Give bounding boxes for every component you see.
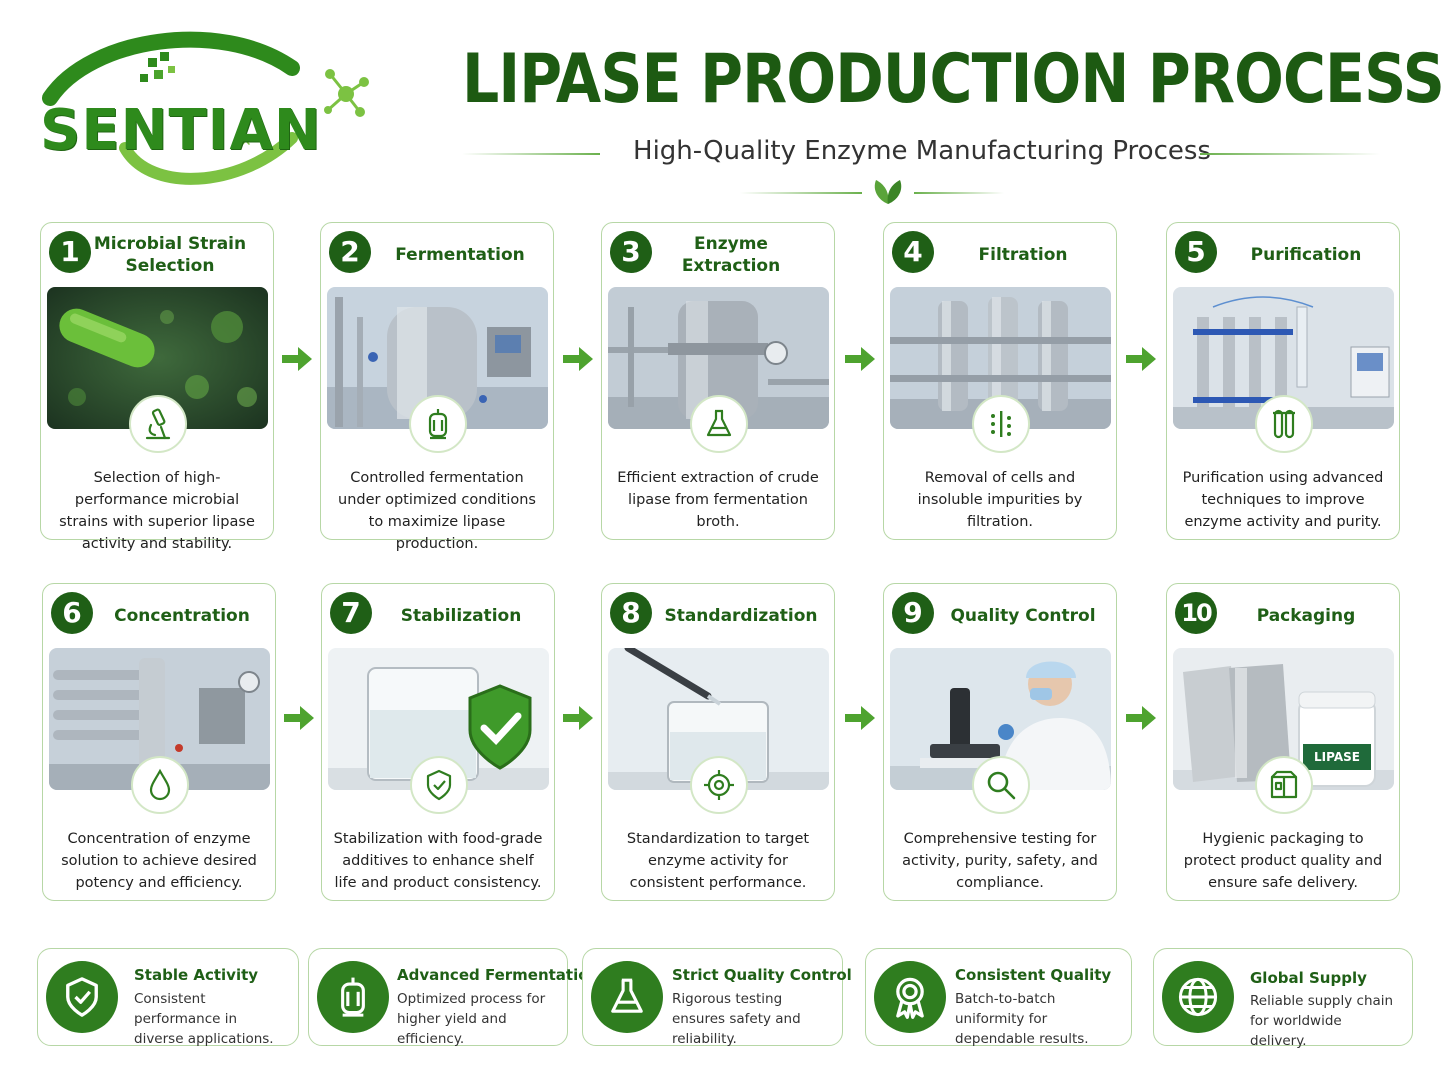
feature-title: Strict Quality Control xyxy=(672,966,852,984)
feature-card: Stable Activity Consistent performance i… xyxy=(37,948,299,1047)
arrow-right-icon xyxy=(845,706,875,730)
globe-icon xyxy=(1162,961,1234,1033)
feature-description: Rigorous testing ensures safety and reli… xyxy=(672,991,801,1047)
step-number: 5 xyxy=(1175,231,1217,273)
step-description: Efficient extraction of crude lipase fro… xyxy=(617,470,819,530)
bioreactor-icon xyxy=(317,961,389,1033)
product-label: LIPASE xyxy=(1314,750,1360,764)
flask-icon xyxy=(591,961,663,1033)
feature-title: Advanced Fermentation xyxy=(397,966,600,984)
step-description: Selection of high-performance microbial … xyxy=(59,470,255,552)
step-description: Stabilization with food-grade additives … xyxy=(333,831,543,891)
step-title: Fermentation xyxy=(395,245,525,265)
step-card: 1 Microbial Strain Selection Selection o… xyxy=(40,222,274,552)
droplet-icon xyxy=(131,756,189,814)
feature-title: Stable Activity xyxy=(134,966,259,984)
step-card: 10 Packaging LIPASE Hygienic packaging t… xyxy=(1166,583,1400,901)
leaf-icon xyxy=(874,180,902,204)
step-title: Enzyme Extraction xyxy=(681,234,781,276)
step-title: Packaging xyxy=(1256,606,1356,626)
flask-icon xyxy=(690,395,748,453)
step-number: 2 xyxy=(329,231,371,273)
arrow-right-icon xyxy=(284,706,314,730)
step-title: Filtration xyxy=(978,245,1068,265)
step-description: Comprehensive testing for activity, puri… xyxy=(902,831,1098,891)
step-number: 4 xyxy=(892,231,934,273)
divider xyxy=(740,192,862,194)
step-card: 9 Quality Control Comprehensive testing … xyxy=(883,583,1117,901)
step-number: 7 xyxy=(330,592,372,634)
step-description: Standardization to target enzyme activit… xyxy=(626,831,810,891)
step-description: Purification using advanced techniques t… xyxy=(1182,470,1384,530)
arrow-right-icon xyxy=(1126,347,1156,371)
page-title: LIPASE PRODUCTION PROCESS xyxy=(462,40,1445,119)
shield-check-icon xyxy=(410,756,468,814)
microbe-image xyxy=(47,287,268,429)
step-card: 5 Purification Purification using advanc… xyxy=(1166,222,1400,540)
step-card: 6 Concentration Concentration of enzyme … xyxy=(42,583,276,901)
beaker-shield-image xyxy=(328,648,549,790)
step-card: 7 Stabilization Stabilization with food-… xyxy=(321,583,555,901)
step-title: Standardization xyxy=(664,606,818,626)
step-description: Controlled fermentation under optimized … xyxy=(338,470,536,552)
feature-description: Reliable supply chain for worldwide deli… xyxy=(1250,993,1394,1049)
step-number: 1 xyxy=(49,231,91,273)
lab-technician-image xyxy=(890,648,1111,790)
arrow-right-icon xyxy=(563,347,593,371)
step-description: Removal of cells and insoluble impuritie… xyxy=(917,470,1083,530)
feature-card: Global Supply Reliable supply chain for … xyxy=(1153,948,1413,1049)
step-card: 2 Fermentation Controlled fermentation u… xyxy=(320,222,554,552)
feature-description: Optimized process for higher yield and e… xyxy=(397,991,546,1047)
step-number: 3 xyxy=(610,231,652,273)
package-icon xyxy=(1255,756,1313,814)
page-subtitle: High-Quality Enzyme Manufacturing Proces… xyxy=(633,136,1211,166)
arrow-right-icon xyxy=(1126,706,1156,730)
feature-description: Batch-to-batch uniformity for dependable… xyxy=(955,991,1089,1047)
step-number: 6 xyxy=(51,592,93,634)
brand-logo: ✕ SENTIAN xyxy=(30,28,380,188)
arrow-right-icon xyxy=(845,347,875,371)
step-description: Concentration of enzyme solution to achi… xyxy=(61,831,257,891)
feature-card: Advanced Fermentation Optimized process … xyxy=(308,948,599,1047)
arrow-right-icon xyxy=(282,347,312,371)
brand-name: SENTIAN xyxy=(40,98,322,163)
step-title: Stabilization xyxy=(400,606,522,626)
step-title: Microbial Strain Selection xyxy=(93,234,247,276)
step-number: 9 xyxy=(892,592,934,634)
feature-title: Global Supply xyxy=(1250,969,1367,987)
divider xyxy=(1200,153,1380,155)
step-card: 4 Filtration Removal of cells and insolu… xyxy=(883,222,1117,540)
bioreactor-icon xyxy=(409,395,467,453)
step-card: 3 Enzyme Extraction Efficient extraction… xyxy=(601,222,835,540)
svg-text:✕: ✕ xyxy=(240,134,252,150)
feature-card: Consistent Quality Batch-to-batch unifor… xyxy=(865,948,1132,1047)
shield-check-icon xyxy=(46,961,118,1033)
step-title: Concentration xyxy=(114,606,250,626)
microscope-icon xyxy=(129,395,187,453)
step-description: Hygienic packaging to protect product qu… xyxy=(1183,831,1383,891)
arrow-right-icon xyxy=(563,706,593,730)
divider xyxy=(462,153,600,155)
step-title: Quality Control xyxy=(950,606,1096,626)
filter-icon xyxy=(972,395,1030,453)
step-number: 8 xyxy=(610,592,652,634)
feature-title: Consistent Quality xyxy=(955,966,1112,984)
feature-description: Consistent performance in diverse applic… xyxy=(134,991,274,1047)
target-icon xyxy=(690,756,748,814)
step-number: 10 xyxy=(1175,592,1217,634)
logo-swoosh-icon: ✕ xyxy=(42,31,369,185)
test-tubes-icon xyxy=(1255,395,1313,453)
magnifier-icon xyxy=(972,756,1030,814)
divider xyxy=(914,192,1004,194)
feature-card: Strict Quality Control Rigorous testing … xyxy=(582,948,852,1047)
award-icon xyxy=(874,961,946,1033)
step-title: Purification xyxy=(1250,245,1362,265)
step-card: 8 Standardization Standardization to tar… xyxy=(601,583,835,901)
